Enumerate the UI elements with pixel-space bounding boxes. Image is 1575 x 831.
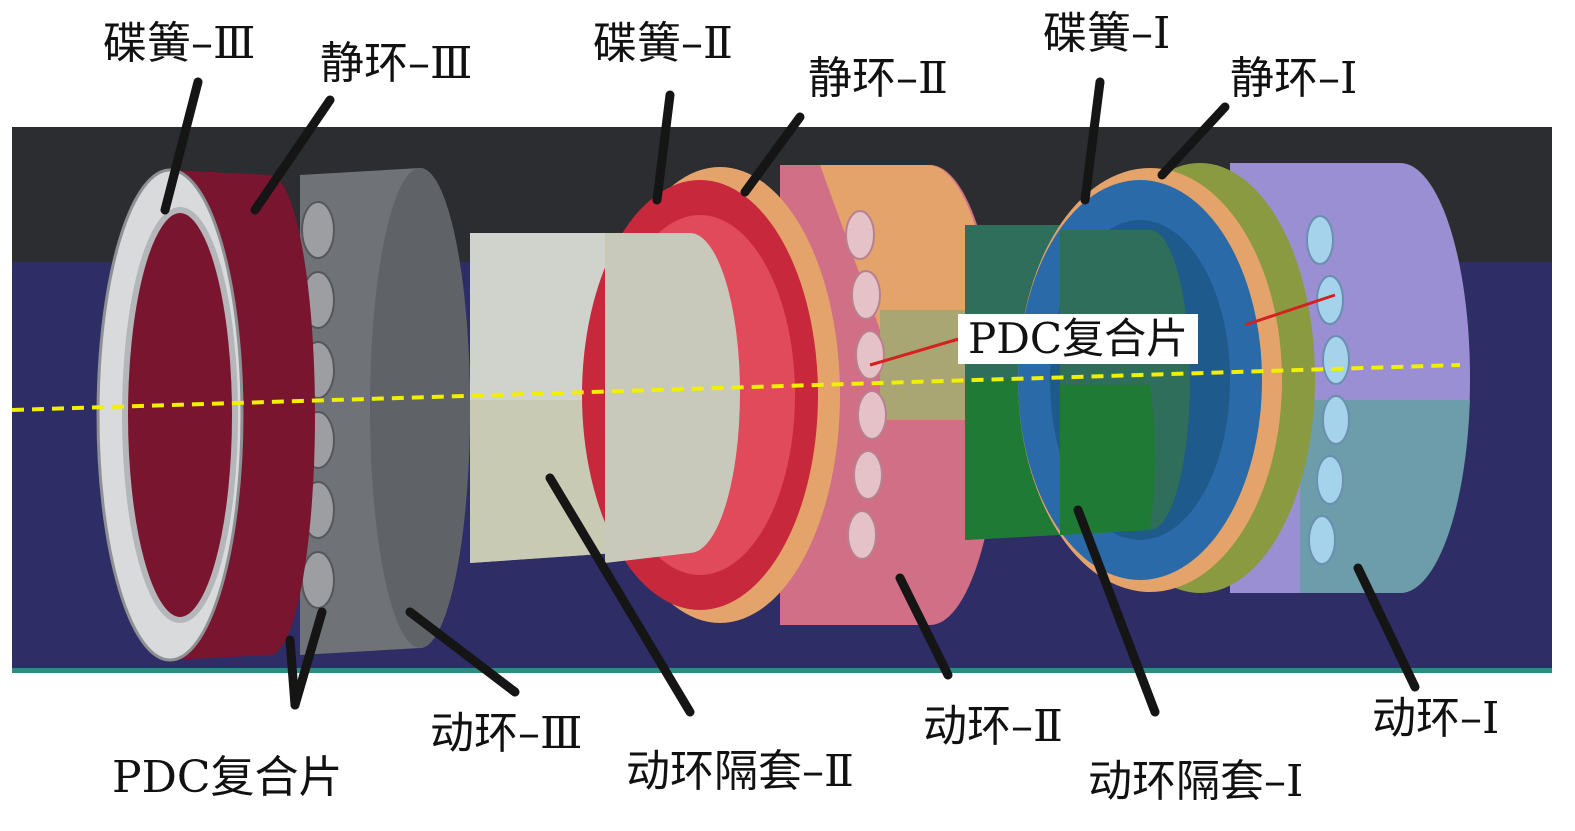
leader-spring-1 <box>1080 77 1105 205</box>
leader-spring-2 <box>652 90 675 205</box>
stage-2-assembly <box>582 165 1000 625</box>
label-pdc-insert-bottom: PDC复合片 <box>112 752 343 803</box>
label-pdc-insert-inner: PDC复合片 <box>958 314 1199 364</box>
leader-sleeve-1 <box>1073 505 1160 717</box>
static-ring-3-face <box>370 168 470 648</box>
label-sleeve-1: 动环隔套–Ⅰ <box>1088 756 1304 807</box>
background-bottom-edge <box>12 668 1552 673</box>
pdc-inserts-2 <box>845 210 887 560</box>
stage-3-assembly <box>96 168 470 662</box>
disc-spring-3-bore <box>122 207 238 623</box>
leader-pdc-bottom-b <box>290 607 327 710</box>
label-disc-spring-1: 碟簧–Ⅰ <box>1043 8 1171 59</box>
leader-sleeve-2 <box>545 473 695 717</box>
label-moving-ring-1: 动环–Ⅰ <box>1372 693 1500 744</box>
leader-dynamic-2 <box>895 573 953 680</box>
label-sleeve-2: 动环隔套–Ⅱ <box>626 746 854 797</box>
stage-1-assembly <box>1018 163 1470 594</box>
label-moving-ring-3: 动环–Ⅲ <box>430 708 583 759</box>
leader-static-3 <box>250 95 335 215</box>
leader-dynamic-3 <box>405 607 520 697</box>
label-static-ring-2: 静环–Ⅱ <box>808 53 948 104</box>
leader-spring-3 <box>160 77 203 215</box>
leader-static-1 <box>1157 102 1230 180</box>
label-static-ring-1: 静环–Ⅰ <box>1230 53 1358 104</box>
label-static-ring-3: 静环–Ⅲ <box>320 38 473 89</box>
pdc-pointer-lines <box>869 293 1336 367</box>
pdc-inserts-1 <box>1306 215 1350 565</box>
label-disc-spring-2: 碟簧–Ⅱ <box>593 18 733 69</box>
label-disc-spring-3: 碟簧–Ⅲ <box>103 18 256 69</box>
leader-static-2 <box>740 112 805 197</box>
leader-dynamic-1 <box>1353 563 1420 692</box>
leader-lines <box>160 77 1420 717</box>
label-moving-ring-2: 动环–Ⅱ <box>923 701 1063 752</box>
axis-centerline <box>11 363 1461 412</box>
